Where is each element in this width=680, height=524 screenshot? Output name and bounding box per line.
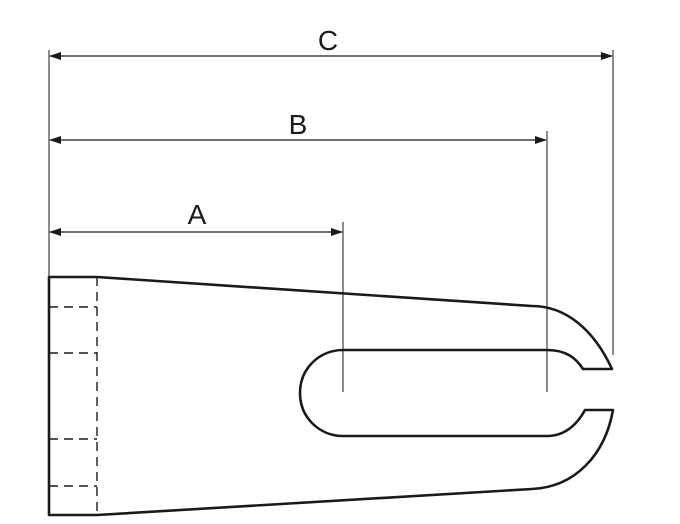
dimension-label-c: C <box>318 25 338 56</box>
dimension-label-b: B <box>289 109 308 140</box>
hidden-lines <box>49 277 98 515</box>
extension-lines <box>48 50 614 392</box>
dimension-label-a: A <box>188 199 207 230</box>
part-outline <box>47 275 615 517</box>
dimension-lines <box>49 52 613 236</box>
